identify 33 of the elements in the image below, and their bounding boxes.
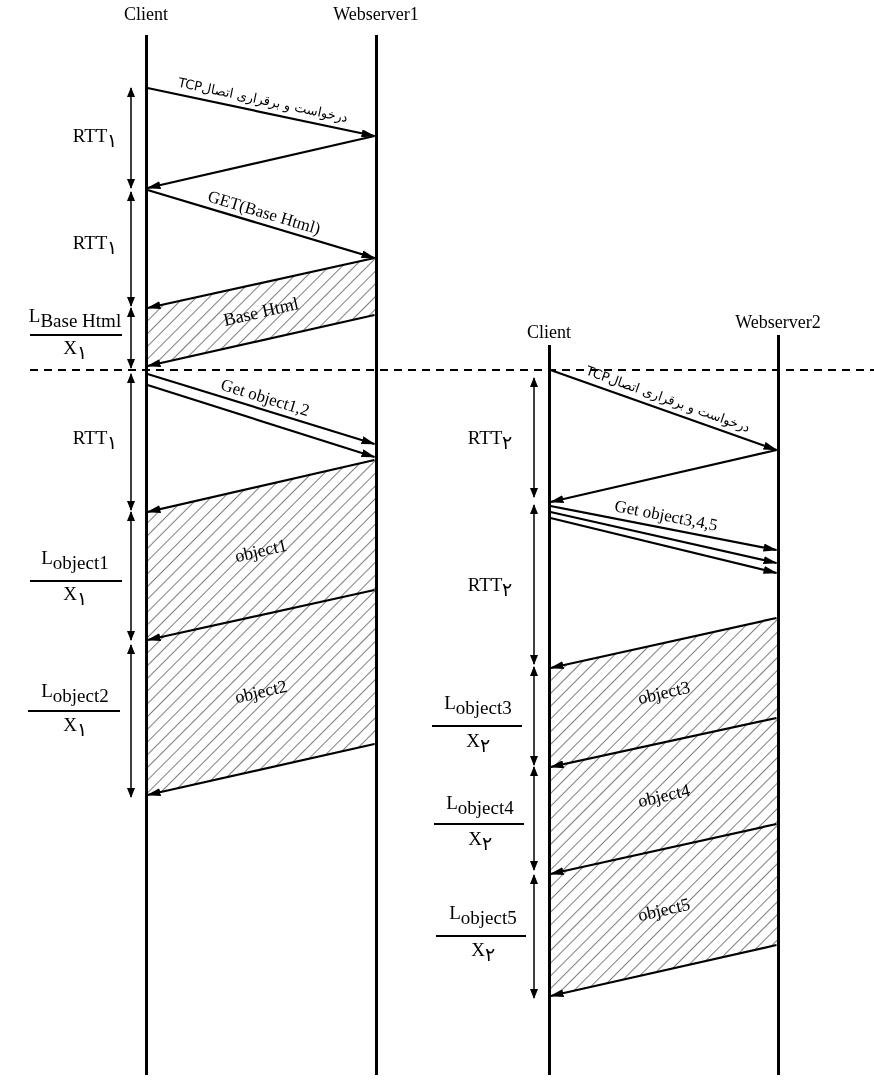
- band-label: Base Html: [221, 292, 301, 331]
- participant-label: Client: [123, 4, 169, 24]
- arrow: [550, 504, 778, 552]
- arrow: [146, 458, 375, 514]
- arrow: [146, 742, 375, 797]
- band-label: object1: [232, 534, 290, 567]
- arrow: [147, 383, 376, 459]
- arrow: [146, 313, 375, 368]
- arrow: [549, 616, 777, 670]
- arrow: [550, 368, 778, 452]
- edge-label: درخواست و برقراری اتصالTCP: [177, 75, 350, 126]
- band-label: object3: [635, 676, 692, 709]
- arrow: [147, 188, 376, 260]
- arrow: [549, 943, 777, 998]
- arrow: [146, 134, 375, 190]
- arrow: [549, 448, 777, 504]
- band-label: object4: [635, 779, 692, 812]
- arrow: [147, 86, 376, 138]
- arrow: [550, 510, 778, 565]
- arrow: [549, 822, 777, 876]
- arrow: [147, 372, 376, 446]
- edge-label: درخواست و برقراری اتصالTCP: [583, 362, 752, 435]
- participant-label: Webserver1: [332, 4, 420, 24]
- arrow: [146, 588, 375, 642]
- arrow: [550, 516, 778, 575]
- band-label: object5: [635, 893, 692, 926]
- edge-label: Get object3,4,5: [612, 496, 719, 536]
- band-label: object2: [232, 676, 290, 709]
- arrow: [549, 716, 777, 769]
- edge-label: Get object1,2: [217, 374, 312, 421]
- participant-label: Webserver2: [734, 312, 822, 332]
- arrow: [146, 256, 375, 310]
- participant-label: Client: [526, 322, 572, 342]
